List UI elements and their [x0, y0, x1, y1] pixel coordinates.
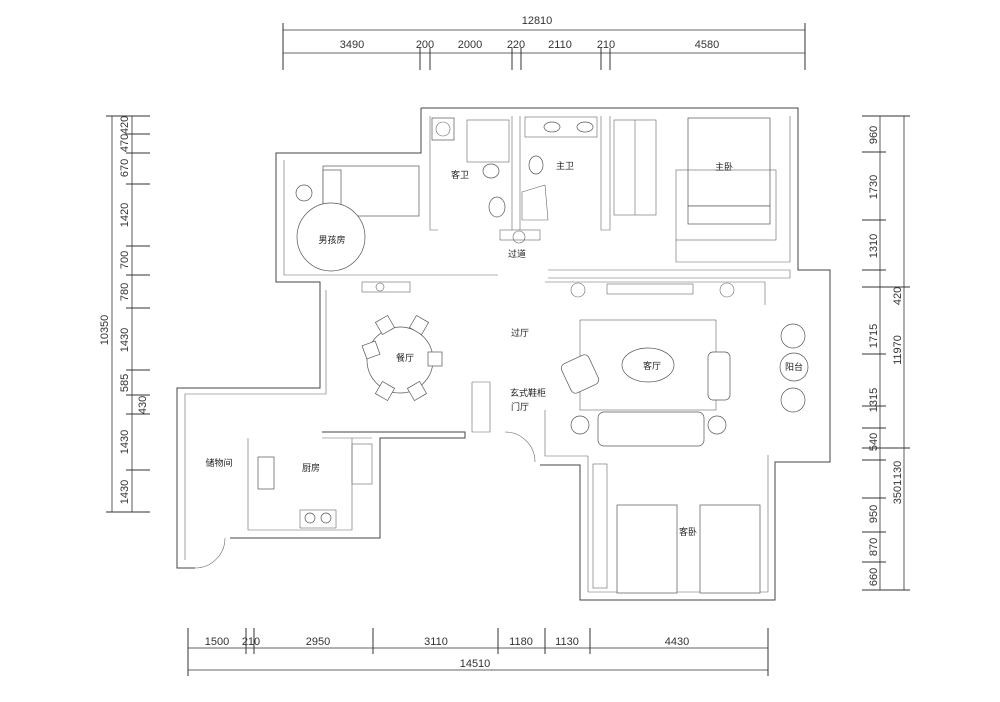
left-dim-seg: 1430: [119, 430, 131, 454]
room-labels: 男孩房 客卫 主卫 主卧 过道 过厅 餐厅 客厅 阳台 玄式鞋柜 门厅 储物间 …: [205, 160, 803, 538]
top-dim-seg: 200: [416, 39, 434, 51]
top-dim-seg: 2110: [548, 39, 572, 51]
room-label-shoe-cabinet: 玄式鞋柜: [510, 387, 546, 399]
top-dim-seg: 210: [597, 39, 615, 51]
bathtub: [431, 117, 455, 141]
washbasin: [543, 121, 561, 133]
room-label-storage: 储物间: [205, 457, 232, 469]
master-bed: [687, 117, 771, 207]
balcony-table: [779, 352, 809, 382]
right-subtotal-dim: 3501: [892, 480, 904, 504]
left-dim-seg: 700: [119, 251, 131, 269]
left-dim-seg: 470: [119, 134, 131, 152]
left-dim-seg: 1430: [119, 328, 131, 352]
top-dim-seg: 220: [507, 39, 525, 51]
left-dim-seg: 670: [119, 159, 131, 177]
coffee-table: [621, 347, 675, 383]
left-dim-seg: 1430: [119, 480, 131, 504]
room-label-boys-room: 男孩房: [318, 234, 345, 246]
left-dimension-chain: 420 470 670 1420 700 780 1430 585 430 14…: [99, 115, 150, 513]
room-label-guest-bath: 客卫: [451, 169, 469, 181]
room-label-master-bedroom: 主卧: [715, 161, 733, 173]
right-dim-seg: 960: [868, 126, 880, 144]
right-dim-seg: 950: [868, 505, 880, 523]
left-dim-seg: 780: [119, 283, 131, 301]
top-dim-seg: 2000: [458, 39, 482, 51]
room-label-kitchen: 厨房: [302, 462, 320, 474]
room-label-foyer: 门厅: [511, 401, 529, 413]
bottom-dimension-chain: 1500 210 2950 3110 1180 1130 4430 14510: [187, 628, 769, 676]
room-label-corridor: 过厅: [511, 327, 529, 339]
bottom-dim-seg: 2950: [306, 636, 330, 648]
right-total-dim: 11970: [892, 335, 904, 365]
round-rug: [296, 202, 366, 272]
right-dim-seg: 1730: [868, 175, 880, 199]
sofa: [597, 411, 705, 447]
room-label-balcony: 阳台: [785, 361, 803, 373]
room-label-master-bath: 主卫: [556, 160, 574, 172]
left-dim-seg: 420: [119, 116, 131, 134]
left-dim-seg: 430: [137, 396, 149, 414]
furniture: [194, 116, 809, 594]
sink: [257, 456, 275, 490]
right-dim-seg: 540: [868, 433, 880, 451]
room-label-living: 客厅: [643, 360, 661, 372]
toilet: [482, 163, 500, 179]
right-dim-seg: 1315: [868, 388, 880, 412]
bottom-dim-seg: 1180: [509, 636, 533, 648]
toilet: [528, 155, 544, 175]
right-dim-seg: 1310: [868, 234, 880, 258]
right-dim-seg: 660: [868, 568, 880, 586]
top-dimension-chain: 12810 3490 200 2000 220 2110 210 4580: [282, 15, 806, 70]
room-label-hallway: 过道: [508, 248, 526, 260]
stove: [304, 512, 316, 524]
right-dim-seg: 870: [868, 538, 880, 556]
left-total-dim: 10350: [99, 315, 111, 346]
right-dim-seg: 130: [892, 461, 904, 479]
bottom-dim-seg: 4430: [665, 636, 689, 648]
top-dim-seg: 4580: [695, 39, 719, 51]
guest-bed: [616, 504, 678, 594]
bottom-dim-seg: 1130: [555, 636, 579, 648]
bottom-dim-seg: 1500: [205, 636, 229, 648]
bottom-dim-seg: 3110: [424, 636, 448, 648]
left-dim-seg: 1420: [119, 203, 131, 227]
top-dim-seg: 3490: [340, 39, 364, 51]
top-total-dim: 12810: [522, 15, 553, 27]
walls: [176, 107, 831, 601]
bottom-total-dim: 14510: [460, 658, 491, 670]
left-dim-seg: 585: [119, 374, 131, 392]
right-dimension-chain: 960 1730 1310 420 1715 1315 540 130 950 …: [862, 115, 910, 591]
room-label-dining: 餐厅: [396, 352, 414, 364]
right-dim-seg: 1715: [868, 324, 880, 348]
right-dim-seg: 420: [892, 287, 904, 305]
bottom-dim-seg: 210: [242, 636, 260, 648]
room-label-guest-bedroom: 客卧: [679, 526, 697, 538]
